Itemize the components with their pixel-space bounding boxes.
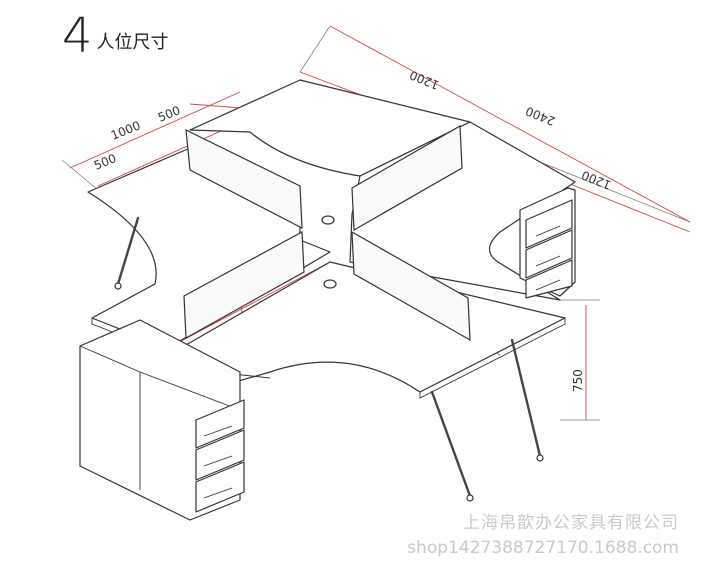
screen-back-right: [351, 124, 463, 232]
dim-2400: 2400: [524, 104, 558, 128]
screen-front-left: [183, 231, 305, 339]
screen-back-left: [185, 128, 303, 230]
drawer-right-1: [525, 199, 573, 249]
cable-grommets: [321, 215, 337, 289]
dim-1000: 1000: [109, 118, 143, 142]
watermark-shop-url: shop1427388727170.1688.com: [407, 538, 679, 558]
drawer-left-2: [195, 429, 245, 481]
dim-500-top: 500: [156, 103, 182, 125]
grommet-center: [321, 215, 335, 225]
desk-legs: [114, 216, 544, 502]
drawer-right-3: [525, 259, 573, 299]
heading-text: 人位尺寸: [96, 32, 169, 53]
dimension-lines: [61, 25, 691, 421]
grommet-front: [323, 279, 337, 289]
watermark-company: 上海帛歆办公家具有限公司: [463, 513, 679, 533]
dim-750: 750: [571, 369, 585, 392]
screen-front-right: [351, 230, 471, 342]
partition-screens: [183, 124, 471, 342]
drawer-left-3: [195, 461, 245, 513]
leg-right: [510, 338, 542, 458]
leg-left: [116, 216, 140, 286]
drawer-right-2: [525, 229, 573, 279]
pedestal-right: [519, 187, 576, 299]
cabinet-front-left: [79, 319, 245, 521]
dim-500-left: 500: [92, 151, 118, 173]
leg-front-right: [430, 390, 472, 498]
heading-number: 4: [62, 8, 93, 64]
drawer-left-1: [195, 399, 245, 449]
dim-1200-top: 1200: [408, 68, 442, 92]
desk-top-front: [159, 261, 566, 393]
